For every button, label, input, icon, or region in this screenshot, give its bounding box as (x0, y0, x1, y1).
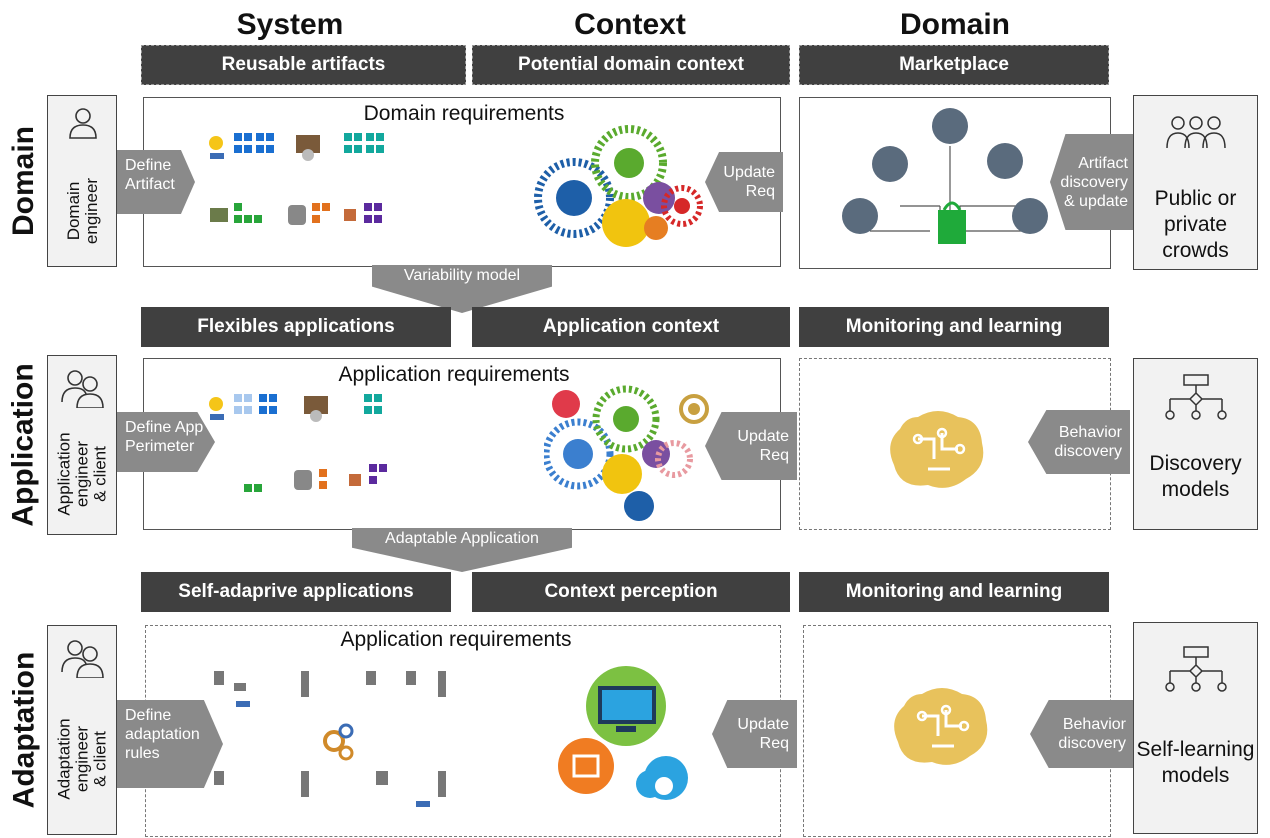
bar-flexibles-applications: Flexibles applications (141, 307, 451, 347)
self-learning-models-box: Self-learning models (1133, 622, 1258, 834)
app-context-cluster-icon (544, 385, 709, 521)
panel-title: Application requirements (338, 363, 570, 386)
bar-marketplace: Marketplace (799, 45, 1109, 85)
hierarchy-icon (1165, 374, 1227, 420)
bar-self-adaptive-applications: Self-adaprive applications (141, 572, 451, 612)
adaptation-requirements-panel: Application requirements (145, 625, 781, 837)
bar-context-perception: Context perception (472, 572, 790, 612)
role-line: & client (91, 446, 111, 502)
context-cluster-icon (534, 125, 703, 247)
adaptive-artifact-icons (214, 671, 446, 807)
role-line: Adaptation (55, 718, 75, 800)
context-perception-icons (558, 666, 688, 800)
row-label-adaptation: Adaptation (7, 651, 40, 809)
bar-reusable-artifacts: Reusable artifacts (141, 45, 466, 85)
column-header-system: System (236, 8, 344, 41)
application-engineer-box: Application engineer & client (47, 355, 117, 535)
role-line: & client (91, 731, 111, 787)
row-label-application: Application (7, 363, 40, 527)
model-line: models (1161, 764, 1230, 787)
panel-title: Domain requirements (363, 102, 565, 125)
role-line: Domain (64, 181, 84, 241)
app-artifact-icons (209, 394, 387, 492)
bar-monitoring-learning-adapt: Monitoring and learning (799, 572, 1109, 612)
role-line: engineer (73, 440, 93, 508)
crowd-line: Public or (1154, 187, 1237, 210)
monitoring-panel-application (799, 358, 1111, 530)
variability-model-arrow: Variability model (372, 265, 552, 313)
marketplace-icons (842, 108, 1048, 244)
adaptation-engineer-box: Adaptation engineer & client (47, 625, 117, 835)
role-line: engineer (82, 177, 102, 245)
brain-icon (890, 411, 984, 488)
marketplace-panel (799, 97, 1111, 269)
model-line: Self-learning (1136, 738, 1255, 761)
group-icon (1166, 116, 1226, 149)
adaptable-application-arrow: Adaptable Application (352, 528, 572, 572)
model-line: Discovery (1149, 452, 1242, 475)
artifact-icons (209, 133, 384, 225)
crowds-box: Public or private crowds (1133, 95, 1258, 270)
bar-monitoring-learning-app: Monitoring and learning (799, 307, 1109, 347)
role-line: engineer (73, 725, 93, 793)
crowd-line: crowds (1162, 239, 1229, 262)
crowd-line: private (1163, 213, 1228, 236)
discovery-models-box: Discovery models (1133, 358, 1258, 530)
brain-icon (894, 688, 988, 765)
bar-application-context: Application context (472, 307, 790, 347)
row-label-domain: Domain (7, 125, 41, 237)
domain-engineer-box: Domain engineer (47, 95, 117, 267)
domain-requirements-panel: Domain requirements (143, 97, 781, 267)
person-icon (69, 108, 97, 139)
column-header-domain: Domain (899, 8, 1010, 41)
role-line: Application (55, 432, 75, 516)
hierarchy-icon (1165, 646, 1227, 692)
model-line: models (1161, 478, 1230, 501)
two-persons-icon (61, 370, 104, 408)
column-header-context: Context (574, 8, 686, 41)
application-requirements-panel: Application requirements (143, 358, 781, 530)
panel-title: Application requirements (340, 628, 572, 651)
bar-potential-domain-context: Potential domain context (472, 45, 790, 85)
two-persons-icon (61, 640, 104, 678)
